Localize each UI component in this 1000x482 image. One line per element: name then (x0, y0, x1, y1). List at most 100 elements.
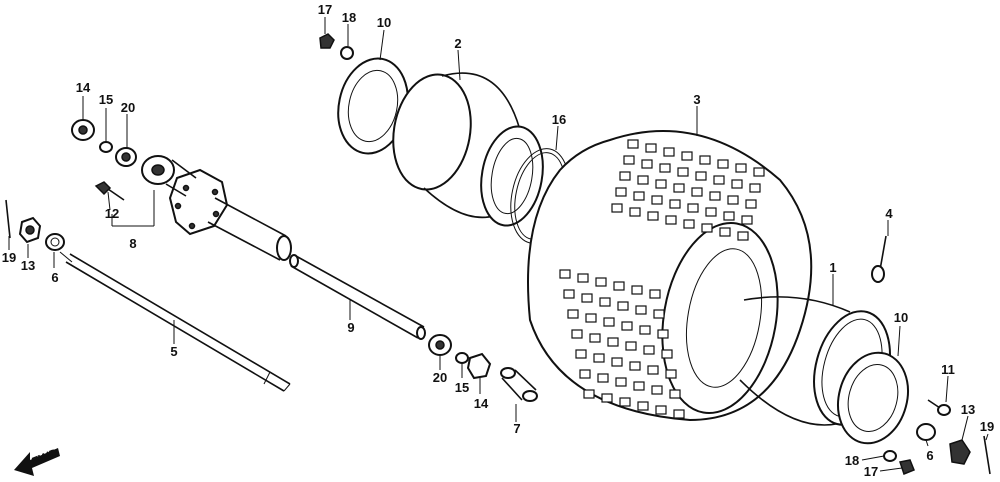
callout-19-left: 19 (2, 250, 16, 265)
tread-knob (647, 365, 659, 375)
tread-knob (701, 223, 713, 233)
callout-19-right: 19 (980, 419, 994, 434)
callout-17-bottom: 17 (864, 464, 878, 479)
tread-knob (665, 369, 677, 379)
tread-knob (615, 377, 627, 387)
callout-7: 7 (513, 421, 520, 436)
callout-1: 1 (829, 260, 836, 275)
rim-half-upper (392, 72, 544, 227)
tread-knob (699, 155, 711, 165)
callout-16: 16 (552, 112, 566, 127)
tread-knob (611, 357, 623, 367)
tread-knob (687, 203, 699, 213)
tread-knob (655, 405, 667, 415)
callout-5: 5 (170, 344, 177, 359)
tread-knob (575, 349, 587, 359)
callout-8: 8 (129, 236, 136, 251)
tread-knob (595, 277, 607, 287)
rim-plate-upper (337, 57, 409, 155)
tread-knob (681, 151, 693, 161)
tread-knob (629, 207, 641, 217)
tread-knob (655, 179, 667, 189)
callout-6-right: 6 (926, 448, 933, 463)
tread-knob (649, 289, 661, 299)
callout-10-top: 10 (377, 15, 391, 30)
hub-assembly (141, 155, 292, 261)
tread-knob (705, 207, 717, 217)
tread-knob (749, 183, 761, 193)
tread-knob (629, 361, 641, 371)
tread-knob (665, 215, 677, 225)
tread-knob (647, 211, 659, 221)
callout-4: 4 (885, 206, 893, 221)
callout-13-right: 13 (961, 402, 975, 417)
tread-knob (633, 191, 645, 201)
tread-knob (611, 203, 623, 213)
rim-plate-lower (837, 351, 909, 445)
callout-14-center: 14 (474, 396, 489, 411)
tread-knob (735, 163, 747, 173)
tread-knob (589, 333, 601, 343)
callout-20-left: 20 (121, 100, 135, 115)
tread-knob (637, 175, 649, 185)
tread-knob (607, 337, 619, 347)
tread-knob (601, 393, 613, 403)
tread-knob (631, 285, 643, 295)
callout-13-left: 13 (21, 258, 35, 273)
tread-knob (635, 305, 647, 315)
left-fasteners (71, 119, 137, 167)
tread-knob (613, 281, 625, 291)
tread-knob (673, 183, 685, 193)
right-fasteners (883, 399, 991, 475)
tread-knob (559, 269, 571, 279)
tread-knob (727, 195, 739, 205)
tread-knob (567, 309, 579, 319)
callout-9: 9 (347, 320, 354, 335)
tread-knob (695, 171, 707, 181)
tread-knob (619, 397, 631, 407)
top-fasteners (319, 33, 354, 60)
callout-11: 11 (941, 362, 955, 377)
tread-knob (717, 159, 729, 169)
tread-knob (617, 301, 629, 311)
tread-knob (633, 381, 645, 391)
tread-knob (603, 317, 615, 327)
tread-knob (661, 349, 673, 359)
hub-bolt (94, 181, 125, 201)
callout-18-bottom: 18 (845, 453, 859, 468)
tread-knob (651, 195, 663, 205)
tread-knob (683, 219, 695, 229)
tread-knob (651, 385, 663, 395)
tread-knob (637, 401, 649, 411)
center-fasteners (428, 334, 538, 402)
tread-knob (731, 179, 743, 189)
tread-knob (597, 373, 609, 383)
callout-10-bottom: 10 (894, 310, 908, 325)
callout-14-left: 14 (76, 80, 91, 95)
tread-knob (669, 199, 681, 209)
tread-knob (615, 187, 627, 197)
tread-knob (621, 321, 633, 331)
tread-knob (713, 175, 725, 185)
tread-knob (593, 353, 605, 363)
tread-knob (643, 345, 655, 355)
tread-knob (677, 167, 689, 177)
tread-knob (623, 155, 635, 165)
tread-knob (641, 159, 653, 169)
callout-6-left: 6 (51, 270, 58, 285)
left-end-parts (5, 199, 65, 251)
leader-lines (8, 17, 989, 472)
tread-knob (723, 211, 735, 221)
tread-knob (753, 167, 765, 177)
tread-knob (627, 139, 639, 149)
tread-knob (673, 409, 685, 419)
tread-knob (669, 389, 681, 399)
tire-tread (559, 139, 765, 419)
callout-15-left: 15 (99, 92, 113, 107)
tread-knob (719, 227, 731, 237)
tread-knob (599, 297, 611, 307)
callout-18-top: 18 (342, 10, 356, 25)
forward-label: FWD (30, 445, 61, 468)
